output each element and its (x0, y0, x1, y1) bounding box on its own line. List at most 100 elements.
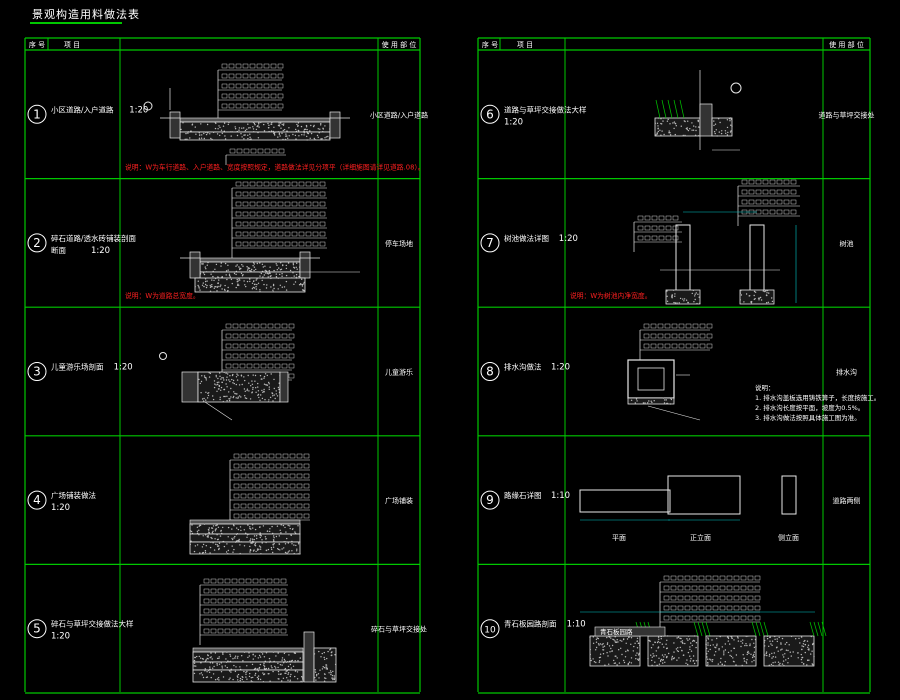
aggregate-dot (236, 527, 237, 528)
leader-text-glyph (299, 222, 304, 226)
leader-text-glyph (211, 629, 216, 633)
leader-text-glyph (255, 494, 260, 498)
leader-text-glyph (218, 619, 223, 623)
row-note: 说明：W为树池内净宽度。 (570, 291, 652, 300)
aggregate-dot (782, 654, 783, 655)
aggregate-dot (233, 537, 234, 538)
aggregate-dot (253, 658, 254, 659)
aggregate-dot (246, 266, 247, 267)
aggregate-dot (276, 536, 277, 537)
leader-text-glyph (225, 619, 230, 623)
leader-text-glyph (240, 364, 245, 368)
aggregate-dot (231, 135, 232, 136)
aggregate-dot (209, 532, 210, 533)
row-item-name: 排水沟做法 (504, 362, 542, 372)
aggregate-dot (747, 652, 748, 653)
aggregate-dot (695, 130, 696, 131)
aggregate-dot (786, 642, 787, 643)
aggregate-dot (236, 376, 237, 377)
aggregate-dot (808, 649, 809, 650)
aggregate-dot (656, 655, 657, 656)
aggregate-dot (277, 667, 278, 668)
aggregate-dot (273, 540, 274, 541)
aggregate-dot (625, 656, 626, 657)
aggregate-dot (707, 637, 708, 638)
aggregate-dot (274, 133, 275, 134)
aggregate-dot (244, 652, 245, 653)
leader-text-glyph (239, 599, 244, 603)
aggregate-dot (262, 542, 263, 543)
aggregate-dot (727, 134, 728, 135)
aggregate-dot (199, 673, 200, 674)
aggregate-dot (207, 132, 208, 133)
aggregate-dot (764, 640, 765, 641)
aggregate-dot (654, 400, 655, 401)
leader-text-glyph (707, 334, 712, 338)
aggregate-dot (231, 279, 232, 280)
aggregate-dot (219, 372, 220, 373)
aggregate-dot (256, 538, 257, 539)
aggregate-dot (758, 299, 759, 300)
aggregate-dot (237, 657, 238, 658)
aggregate-dot (252, 524, 253, 525)
aggregate-dot (636, 641, 637, 642)
aggregate-dot (284, 129, 285, 130)
aggregate-dot (674, 296, 675, 297)
aggregate-dot (769, 654, 770, 655)
aggregate-dot (235, 126, 236, 127)
leader-text-glyph (659, 216, 664, 220)
callout-circle (160, 353, 167, 360)
aggregate-dot (245, 674, 246, 675)
aggregate-dot (314, 138, 315, 139)
row-number: 2 (33, 236, 41, 250)
aggregate-dot (593, 636, 594, 637)
aggregate-dot (218, 679, 219, 680)
aggregate-dot (218, 539, 219, 540)
leader-text-glyph (645, 216, 650, 220)
aggregate-dot (237, 375, 238, 376)
aggregate-dot (716, 638, 717, 639)
aggregate-dot (224, 289, 225, 290)
aggregate-dot (801, 662, 802, 663)
leader-text-glyph (234, 504, 239, 508)
aggregate-dot (187, 133, 188, 134)
aggregate-dot (682, 642, 683, 643)
aggregate-dot (232, 545, 233, 546)
aggregate-dot (613, 639, 614, 640)
aggregate-dot (265, 384, 266, 385)
aggregate-dot (220, 378, 221, 379)
aggregate-dot (778, 664, 779, 665)
aggregate-dot (234, 273, 235, 274)
aggregate-dot (615, 636, 616, 637)
row-number: 8 (486, 365, 494, 379)
aggregate-dot (200, 383, 201, 384)
aggregate-dot (199, 289, 200, 290)
aggregate-dot (251, 677, 252, 678)
leader-text-glyph (686, 334, 691, 338)
leader-text-glyph (248, 494, 253, 498)
aggregate-dot (226, 386, 227, 387)
aggregate-dot (223, 379, 224, 380)
leader-text-glyph (218, 609, 223, 613)
leader-text-glyph (742, 180, 747, 184)
aggregate-dot (730, 125, 731, 126)
grass-blade (668, 100, 672, 118)
leader-text-glyph (222, 74, 227, 78)
leader-text-glyph (720, 606, 725, 610)
aggregate-dot (243, 681, 244, 682)
aggregate-dot (245, 397, 246, 398)
aggregate-dot (226, 400, 227, 401)
aggregate-dot (273, 379, 274, 380)
leader-text-glyph (692, 576, 697, 580)
aggregate-dot (326, 668, 327, 669)
leader-text-glyph (241, 464, 246, 468)
aggregate-dot (747, 654, 748, 655)
aggregate-dot (318, 673, 319, 674)
aggregate-dot (259, 289, 260, 290)
aggregate-dot (676, 125, 677, 126)
surface-layer (190, 520, 300, 524)
leader-text-glyph (264, 212, 269, 216)
aggregate-dot (228, 269, 229, 270)
aggregate-dot (237, 679, 238, 680)
aggregate-dot (280, 262, 281, 263)
